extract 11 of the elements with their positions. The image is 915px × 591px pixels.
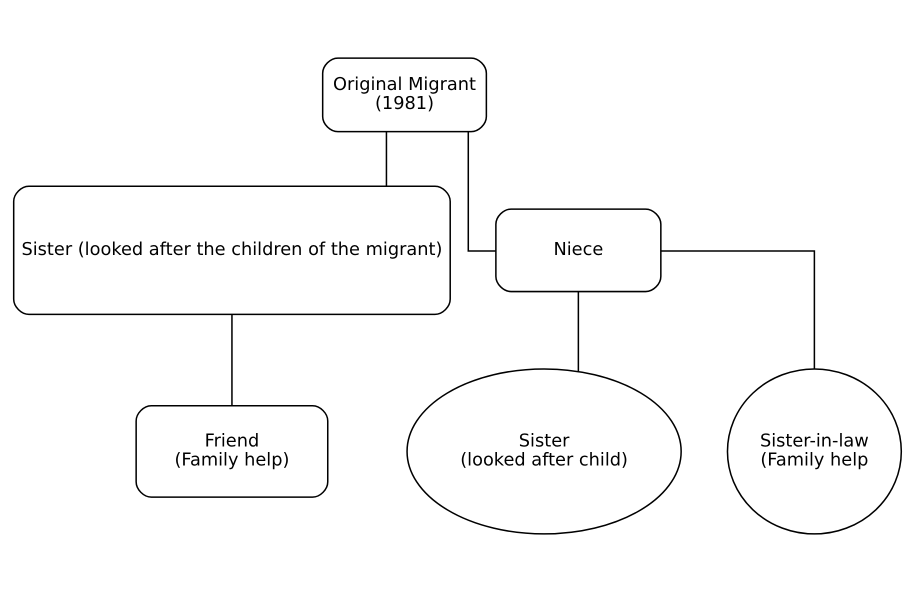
connector [231, 314, 233, 406]
connector [386, 131, 388, 186]
connector [660, 250, 816, 368]
node-circle: Sister-in-law (Family help [726, 368, 902, 534]
node-box: Niece [495, 208, 662, 292]
node-box: Sister (looked after the children of the migrant) [12, 184, 451, 315]
node-ellipse: Sister (looked after child) [406, 368, 682, 534]
connector [468, 131, 496, 252]
node-box: Original Migrant (1981) [322, 56, 488, 132]
connector [578, 292, 580, 371]
node-box: Friend (Family help) [135, 404, 329, 498]
